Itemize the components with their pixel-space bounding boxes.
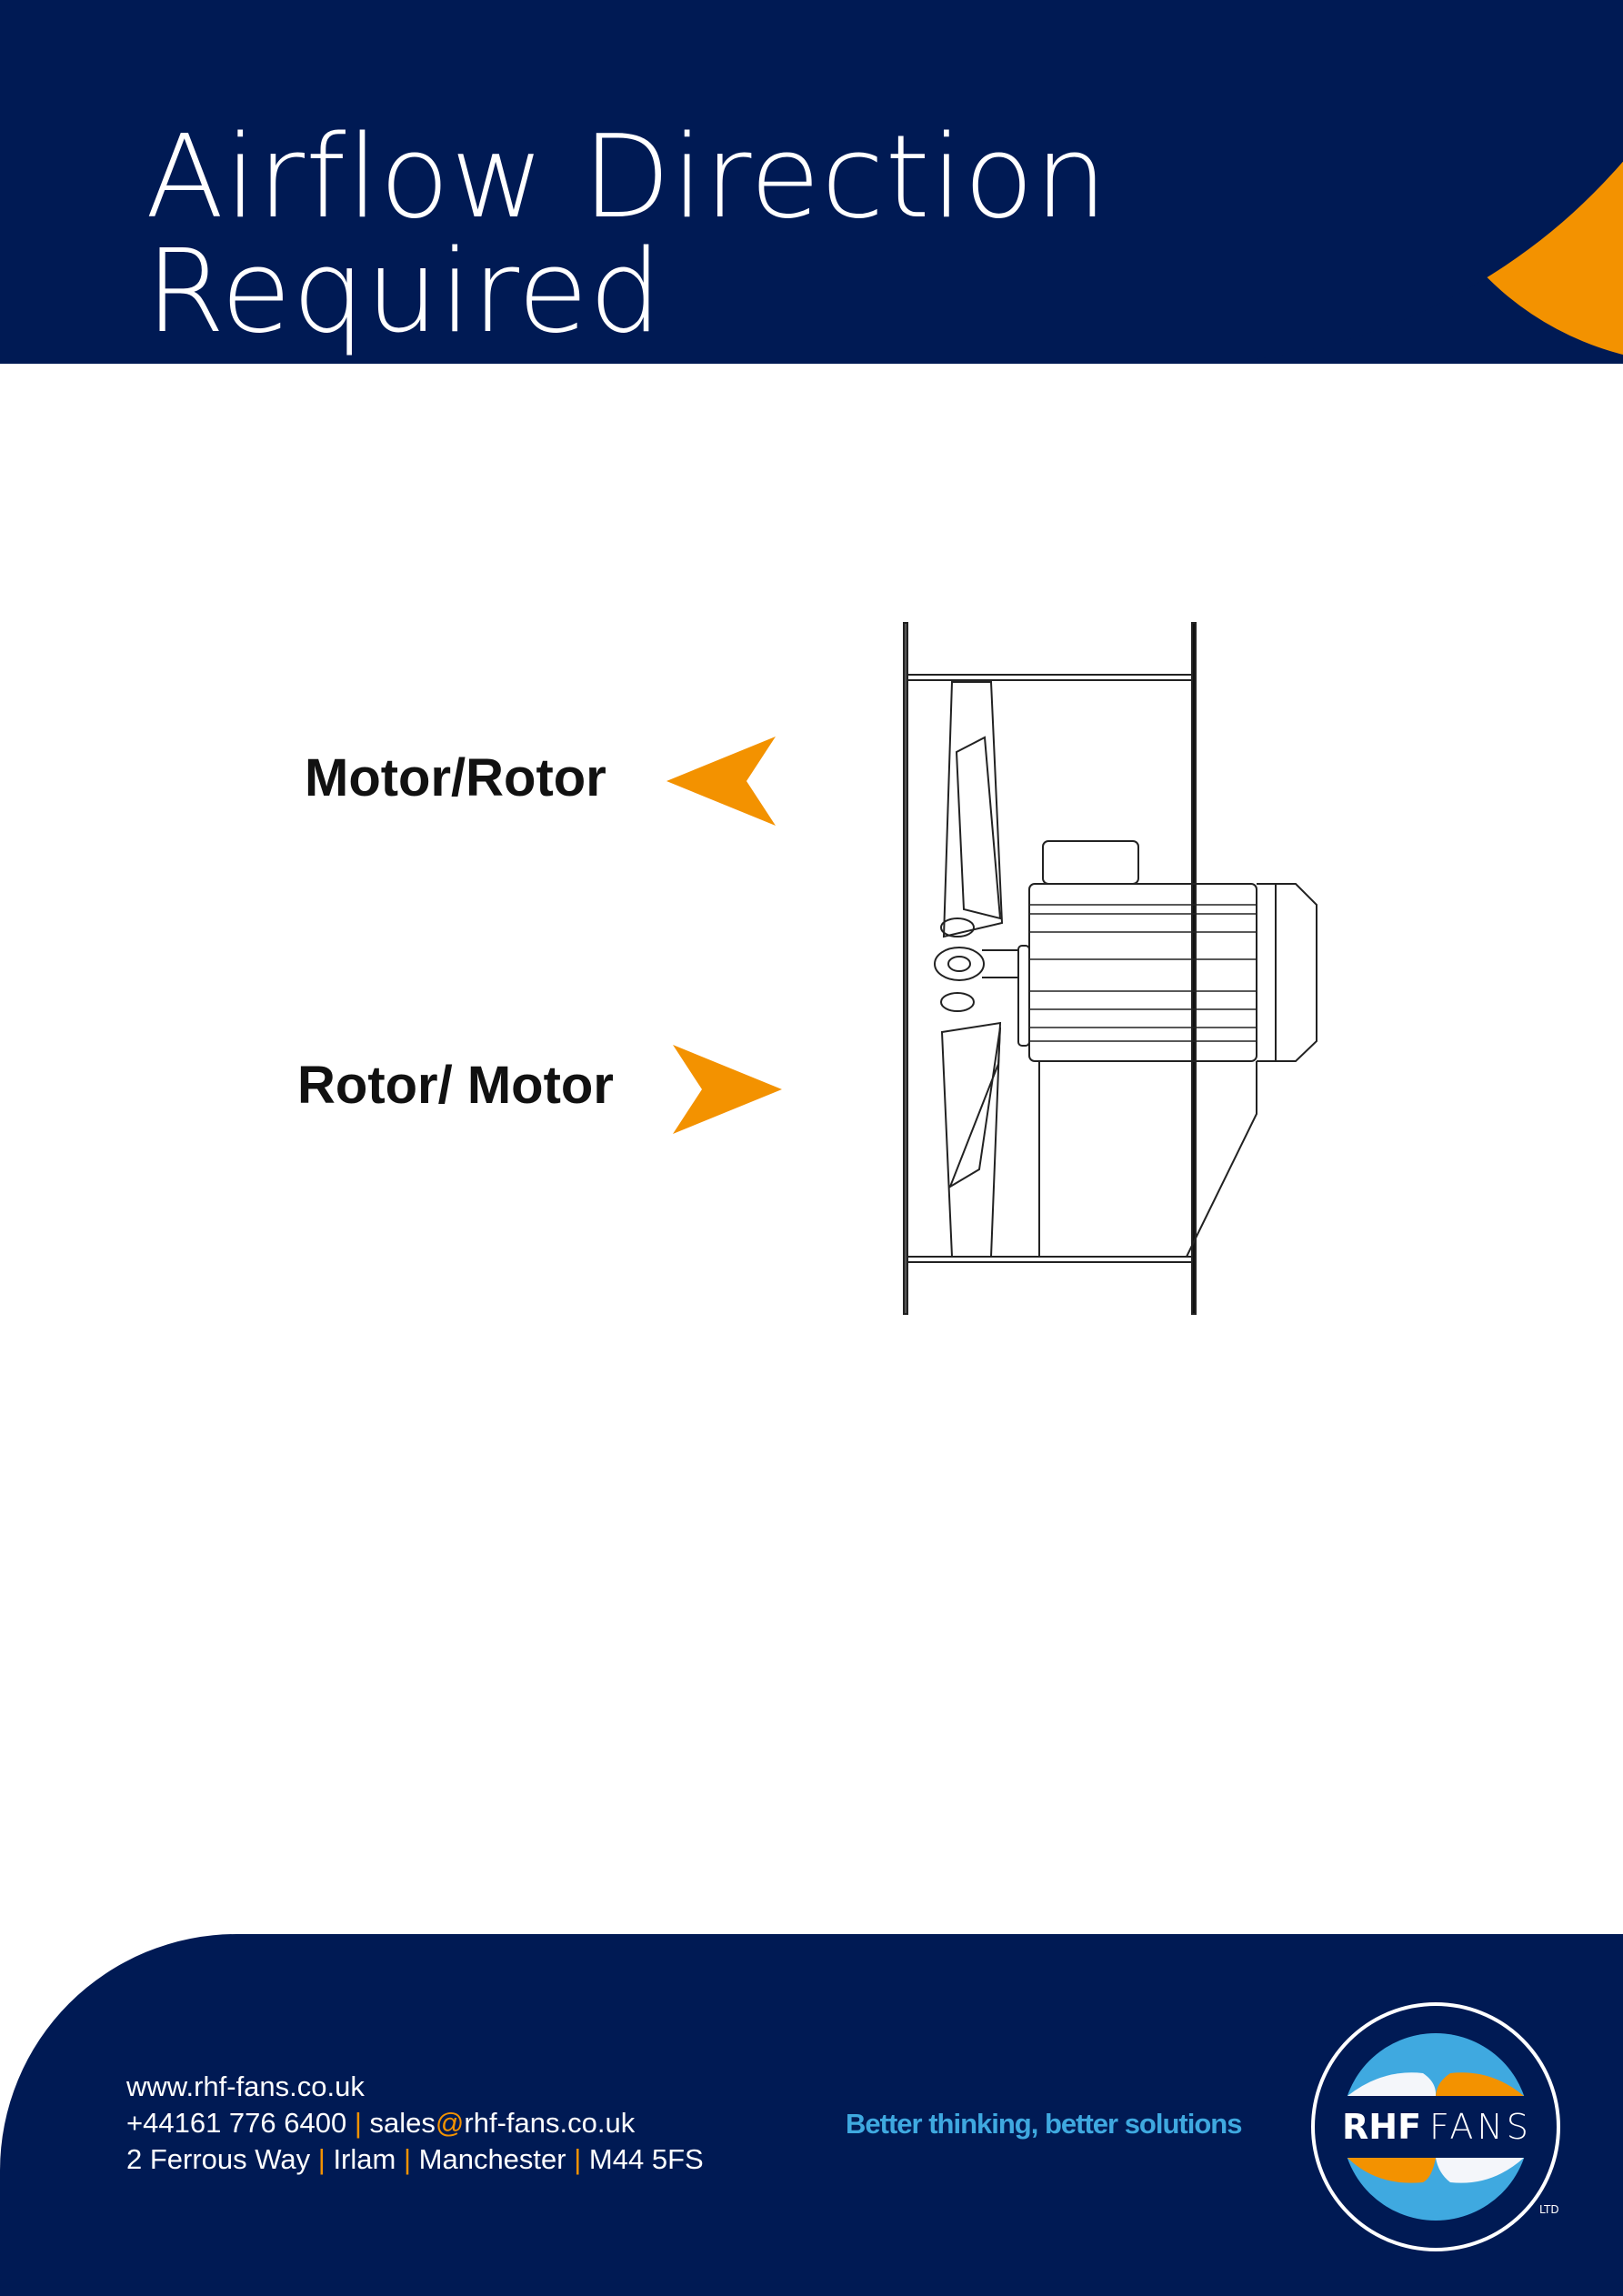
header-banner: Airflow Direction Required — [0, 0, 1623, 364]
address: 2 Ferrous Way | Irlam | Manchester | M44… — [126, 2143, 704, 2175]
svg-text:RHF: RHF — [1342, 2107, 1421, 2147]
arrow-right-icon — [673, 1045, 782, 1134]
option-label-motor-rotor: Motor/Rotor — [305, 748, 606, 807]
phone-number[interactable]: +44161 776 6400 — [126, 2107, 347, 2139]
rhf-fans-logo: RHF FANS LTD — [1311, 2002, 1560, 2251]
tagline: Better thinking, better solutions — [846, 2108, 1242, 2140]
option-label-rotor-motor: Rotor/ Motor — [297, 1056, 614, 1115]
arrow-left-icon — [666, 737, 776, 826]
website-link[interactable]: www.rhf-fans.co.uk — [126, 2070, 365, 2102]
contact-block: www.rhf-fans.co.uk +44161 776 6400 | sal… — [126, 2069, 704, 2178]
email-link[interactable]: sales@rhf-fans.co.uk — [369, 2107, 636, 2139]
axial-fan-drawing — [903, 622, 1317, 1315]
svg-text:LTD: LTD — [1539, 2203, 1559, 2216]
page-title: Airflow Direction Required — [145, 110, 1108, 358]
svg-text:FANS: FANS — [1429, 2107, 1532, 2147]
